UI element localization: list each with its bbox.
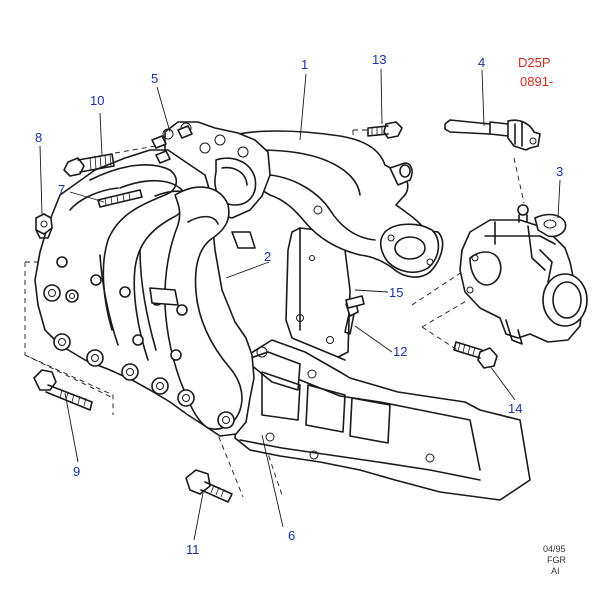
sensor-probe bbox=[444, 119, 541, 151]
callout-2: 2 bbox=[264, 249, 271, 264]
model-code: D25P bbox=[518, 55, 551, 70]
callout-10: 10 bbox=[90, 93, 104, 108]
callout-4: 4 bbox=[478, 55, 485, 70]
model-date-code: 0891- bbox=[520, 74, 553, 89]
bolt-11 bbox=[185, 469, 233, 503]
bolt-14 bbox=[453, 341, 498, 369]
bolt-12 bbox=[344, 295, 365, 335]
callout-13: 13 bbox=[372, 52, 386, 67]
throttle-body bbox=[459, 204, 588, 345]
intake-manifold-body bbox=[34, 149, 256, 437]
callout-1: 1 bbox=[301, 57, 308, 72]
callout-9: 9 bbox=[73, 464, 80, 479]
flange-bolt-holes bbox=[43, 256, 235, 429]
bolt-13 bbox=[367, 121, 403, 139]
bolt-9 bbox=[33, 369, 93, 411]
stud-7 bbox=[97, 189, 143, 208]
bolt-10 bbox=[63, 153, 115, 177]
callout-15: 15 bbox=[389, 285, 403, 300]
callout-8: 8 bbox=[35, 130, 42, 145]
callout-11: 11 bbox=[186, 542, 200, 557]
gasket-and-heat-shield bbox=[234, 339, 531, 501]
leader-lines bbox=[39, 68, 561, 541]
flange-studs bbox=[151, 125, 193, 164]
stamp-suffix: AI bbox=[551, 566, 560, 576]
stamp-date: 04/95 bbox=[543, 544, 566, 554]
callout-6: 6 bbox=[288, 528, 295, 543]
callout-14: 14 bbox=[508, 401, 522, 416]
intake-runner-pipe bbox=[224, 130, 444, 278]
callout-5: 5 bbox=[151, 71, 158, 86]
callout-3: 3 bbox=[556, 164, 563, 179]
stamp-code: FGR bbox=[547, 555, 566, 565]
callout-7: 7 bbox=[58, 182, 65, 197]
nut-8 bbox=[35, 213, 53, 239]
part-callouts: 1 2 3 4 5 6 7 8 9 10 11 12 13 14 15 bbox=[35, 52, 563, 557]
drawing-stamp: 04/95 FGR AI bbox=[543, 544, 566, 576]
callout-12: 12 bbox=[393, 344, 407, 359]
